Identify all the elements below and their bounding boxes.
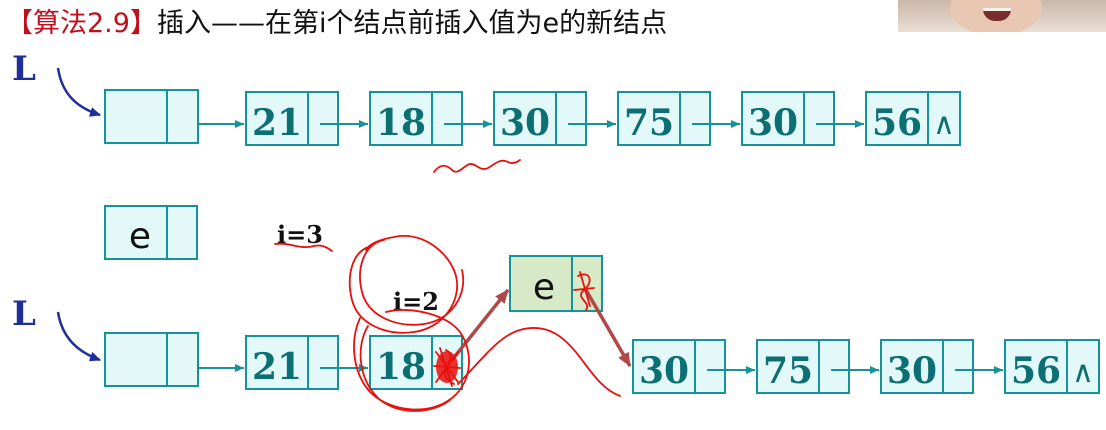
red-curve-annotation [457,327,621,397]
node-value: 56 [1011,350,1061,392]
list-node: 18 [369,91,463,146]
red-circle-annotation [353,309,470,411]
node-value: 30 [639,350,689,392]
node-value: 18 [376,102,426,144]
list-node: 75 [756,339,850,394]
head-pointer-label: L [12,49,36,89]
list-node: 75 [617,91,711,146]
node-value: 75 [763,350,813,392]
head-pointer-label: L [12,294,36,334]
node-value: 21 [252,102,302,144]
list-node: 30 [493,91,587,146]
presenter-mouth [983,8,1011,21]
red-underline-annotation [274,242,333,252]
list-node-tail: 56 ∧ [865,91,961,146]
slide-title: 【算法2.9】插入——在第i个结点前插入值为e的新结点 [6,6,667,42]
list-node-tail: 56 ∧ [1004,339,1100,394]
title-text: 插入——在第i个结点前插入值为e的新结点 [156,8,668,39]
node-value: 21 [252,346,302,388]
list-node: 21 [245,91,339,146]
new-node-value: e [129,216,151,257]
new-node-e: e [104,205,198,260]
link-arrow-from-new-node [584,289,632,367]
head-node [104,332,199,387]
inserted-node-e: e [509,255,603,312]
inserted-node-value: e [533,267,555,308]
null-pointer-symbol: ∧ [1072,355,1094,390]
node-value: 30 [887,350,937,392]
scribbled-pointer-field [433,347,461,387]
node-value: 56 [872,102,922,144]
link-arrow-to-new-node [450,288,510,362]
presenter-webcam [898,0,1106,32]
list-node: 21 [245,335,339,390]
null-pointer-symbol: ∧ [933,107,955,142]
red-squiggle-annotation [433,159,521,173]
head-node [104,89,199,144]
head-pointer-arrow [56,67,101,117]
head-pointer-arrow [56,311,101,362]
node-value: 75 [624,102,674,144]
node-value: 30 [748,102,798,144]
scribbled-pointer-field [573,271,595,311]
list-node: 30 [632,339,726,394]
red-circle-annotation [359,325,451,412]
list-node: 30 [880,339,974,394]
list-node: 30 [741,91,835,146]
algorithm-tag: 【算法2.9】 [6,8,157,39]
red-circle-annotation [359,239,465,326]
node-value: 18 [376,346,426,388]
node-value: 30 [500,102,550,144]
